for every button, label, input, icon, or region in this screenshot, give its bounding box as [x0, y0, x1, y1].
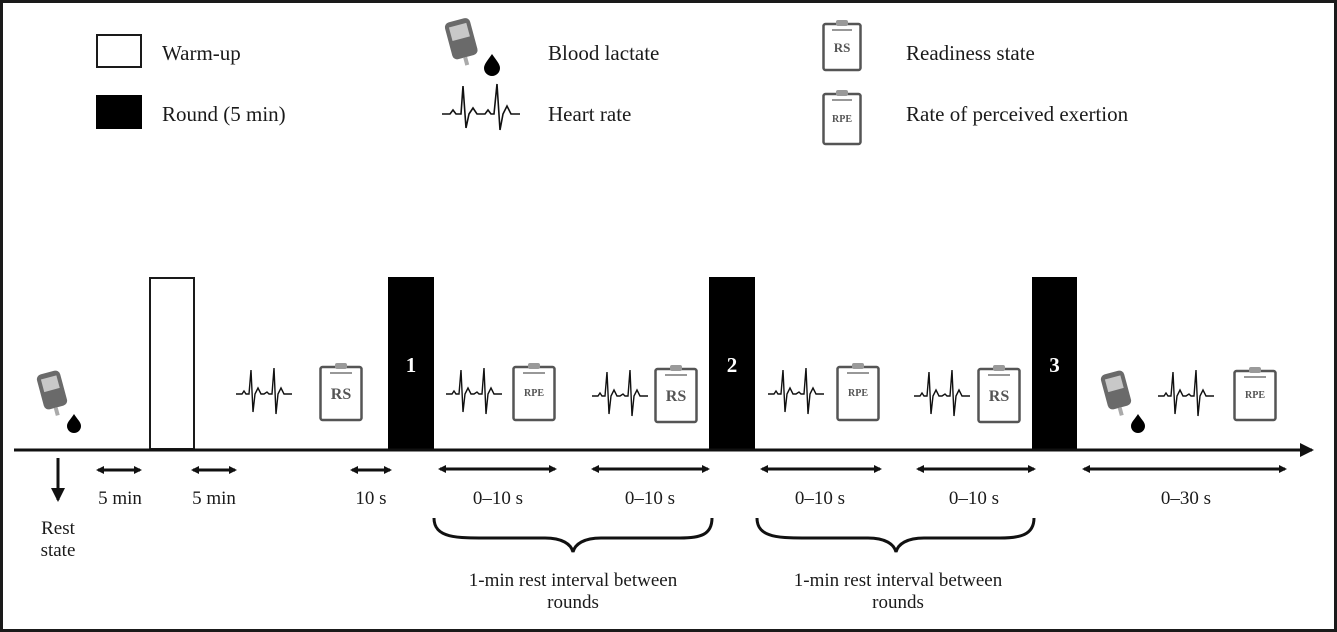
round-number: 1	[405, 353, 417, 377]
clipboard-badge: RS	[988, 388, 1010, 405]
heart-rate-ecg-icon	[446, 367, 502, 415]
round-2-block: 2	[709, 277, 755, 450]
duration-label: 0–10 s	[948, 488, 1000, 509]
rest-interval-label: 1-min rest interval between rounds	[433, 570, 713, 614]
round-3-block: 3	[1032, 277, 1077, 450]
legend-warm-up-label: Warm-up	[162, 41, 241, 65]
duration-label: 0–10 s	[794, 488, 846, 509]
clipboard-rpe-icon: RPE	[836, 362, 880, 422]
duration-label: 0–10 s	[624, 488, 676, 509]
rest-interval-line1: 1-min rest interval between	[793, 570, 1003, 591]
clipboard-badge: RPE	[848, 388, 868, 399]
heart-rate-ecg-icon	[768, 367, 824, 415]
rest-interval-label: 1-min rest interval between rounds	[758, 570, 1038, 614]
clipboard-rs-icon: RS	[977, 364, 1021, 424]
legend-clipboard-rpe-icon: RPE	[822, 90, 862, 146]
clipboard-badge: RS	[833, 40, 851, 55]
heart-rate-ecg-icon	[1158, 369, 1214, 417]
rest-interval-brace	[755, 517, 1036, 553]
rest-state-line2: state	[40, 540, 76, 561]
round-number: 2	[726, 353, 738, 377]
heart-rate-ecg-icon	[236, 367, 292, 415]
legend-blood-lactate-label: Blood lactate	[548, 41, 660, 65]
legend-readiness-state-label: Readiness state	[906, 41, 1035, 65]
legend-rpe-label: Rate of perceived exertion	[906, 102, 1129, 126]
legend-round-swatch	[96, 95, 142, 129]
clipboard-badge: RPE	[524, 388, 544, 399]
rest-interval-brace	[432, 517, 714, 553]
duration-label: 0–10 s	[472, 488, 524, 509]
blood-lactate-meter-icon	[444, 18, 500, 76]
clipboard-rpe-icon: RPE	[1233, 366, 1277, 422]
legend-clipboard-rs-icon: RS	[822, 20, 862, 72]
heart-rate-ecg-icon	[914, 369, 970, 417]
legend-heart-rate-label: Heart rate	[548, 102, 632, 126]
clipboard-badge: RS	[330, 386, 352, 403]
heart-rate-ecg-icon	[592, 369, 648, 417]
duration-label: 5 min	[98, 488, 142, 509]
rest-state-label: Rest state	[34, 518, 82, 562]
warm-up-block	[149, 277, 195, 450]
clipboard-rpe-icon: RPE	[512, 362, 556, 422]
rest-interval-line2: rounds	[872, 592, 924, 613]
blood-lactate-meter-icon	[36, 370, 81, 433]
clipboard-badge: RPE	[1245, 390, 1265, 401]
rest-interval-line2: rounds	[547, 592, 599, 613]
legend-round-label: Round (5 min)	[162, 102, 286, 126]
legend-warm-up-swatch	[96, 34, 142, 68]
duration-label: 10 s	[355, 488, 387, 509]
rest-interval-line1: 1-min rest interval between	[468, 570, 678, 591]
duration-label: 0–30 s	[1160, 488, 1212, 509]
blood-lactate-meter-icon	[1100, 370, 1145, 433]
rest-state-line1: Rest	[41, 518, 75, 539]
round-number: 3	[1049, 353, 1060, 377]
clipboard-badge: RPE	[832, 114, 852, 125]
heart-rate-ecg-icon	[442, 83, 520, 131]
round-1-block: 1	[388, 277, 434, 450]
clipboard-rs-icon: RS	[654, 364, 698, 424]
clipboard-badge: RS	[665, 388, 687, 405]
clipboard-rs-icon: RS	[319, 362, 363, 422]
duration-label: 5 min	[192, 488, 236, 509]
